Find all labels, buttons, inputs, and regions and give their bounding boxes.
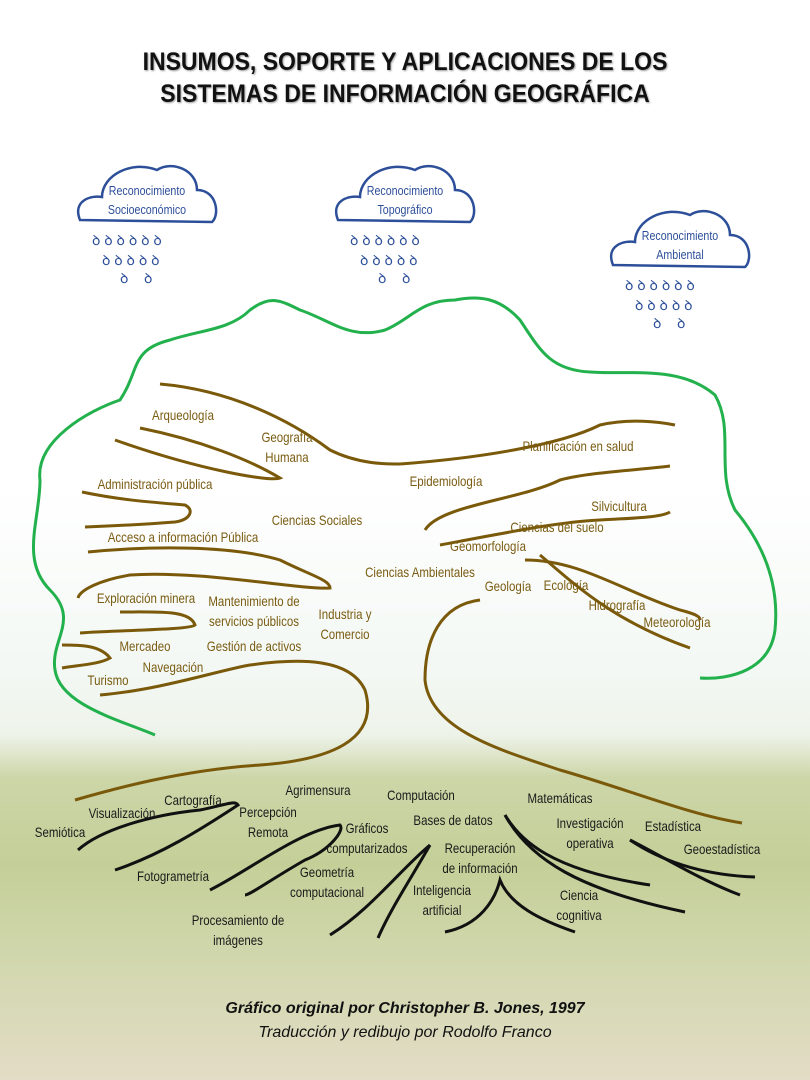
label-line: Humana	[265, 449, 309, 465]
cloud-label: Ambiental	[656, 247, 704, 262]
label-planificacion: Planificación en salud	[522, 438, 634, 454]
credit-translation: Traducción y redibujo por Rodolfo Franco	[258, 1024, 552, 1041]
label-cartografia: Cartografía	[164, 792, 222, 808]
label-line: operativa	[566, 835, 614, 851]
label-procesamiento: Procesamiento de imágenes	[192, 910, 285, 950]
label-ciencias-ambientales: Ciencias Ambientales	[365, 564, 475, 580]
label-ciencias-suelo: Ciencias del suelo	[510, 519, 604, 535]
label-line: Ciencia	[559, 887, 599, 903]
svg-text:ꝺ ꝺ ꝺ ꝺ ꝺ ꝺ: ꝺ ꝺ ꝺ ꝺ ꝺ ꝺ	[625, 277, 695, 293]
svg-text:ꝺ ꝺ: ꝺ ꝺ	[378, 270, 410, 285]
label-acceso: Acceso a información Pública	[107, 529, 259, 545]
cloud-label: Reconocimiento	[108, 183, 186, 198]
label-inteligencia: Inteligencia artificial	[413, 880, 471, 920]
label-hidrografia: Hidrografía	[588, 597, 646, 613]
label-line: artificial	[422, 902, 462, 918]
label-geoestadistica: Geoestadística	[683, 841, 761, 857]
label-navegacion: Navegación	[142, 659, 204, 675]
cloud-label: Reconocimiento	[641, 228, 719, 243]
cloud-label: Topográfico	[377, 202, 433, 217]
svg-text:ꝺ ꝺ ꝺ ꝺ ꝺ: ꝺ ꝺ ꝺ ꝺ ꝺ	[635, 297, 693, 313]
label-administracion: Administración pública	[97, 476, 213, 492]
label-line: Industria y	[318, 606, 372, 622]
label-line: Mantenimiento de	[208, 593, 300, 609]
cloud-label: Socioeconómico	[107, 202, 187, 217]
label-meteorologia: Meteorología	[643, 614, 711, 630]
label-exploracion: Exploración minera	[96, 590, 196, 606]
label-line: Gráficos	[345, 820, 389, 836]
credit-original: Gráfico original por Christopher B. Jone…	[225, 1000, 585, 1017]
branches	[61, 382, 743, 825]
svg-text:ꝺ ꝺ ꝺ ꝺ ꝺ ꝺ: ꝺ ꝺ ꝺ ꝺ ꝺ ꝺ	[350, 232, 420, 248]
label-mantenimiento: Mantenimiento de servicios públicos	[208, 591, 299, 631]
title-line-2: SISTEMAS DE INFORMACIÓN GEOGRÁFICA	[160, 80, 650, 108]
label-geologia: Geología	[484, 578, 532, 594]
roots	[76, 801, 756, 939]
label-recuperacion: Recuperación de información	[442, 838, 517, 878]
label-line: Investigación	[556, 815, 624, 831]
label-line: Inteligencia	[412, 882, 472, 898]
canopy-outline	[31, 296, 778, 737]
label-geomorfologia: Geomorfología	[450, 538, 526, 554]
label-line: imágenes	[213, 932, 263, 948]
label-epidemiologia: Epidemiología	[409, 473, 483, 489]
label-line: Comercio	[320, 626, 370, 642]
label-line: Percepción	[239, 804, 297, 820]
label-line: Geografía	[261, 429, 313, 445]
label-turismo: Turismo	[87, 672, 129, 688]
label-bases-datos: Bases de datos	[413, 812, 493, 828]
label-fotogrametria: Fotogrametría	[136, 868, 210, 884]
label-ciencias-sociales: Ciencias Sociales	[271, 512, 363, 528]
label-line: de información	[442, 860, 518, 876]
label-ecologia: Ecología	[543, 577, 589, 593]
label-silvicultura: Silvicultura	[591, 498, 647, 514]
svg-text:ꝺ ꝺ ꝺ ꝺ ꝺ: ꝺ ꝺ ꝺ ꝺ ꝺ	[360, 252, 418, 268]
label-agrimensura: Agrimensura	[285, 782, 351, 798]
label-matematicas: Matemáticas	[527, 790, 593, 806]
label-line: computarizados	[326, 840, 408, 856]
label-estadistica: Estadística	[644, 818, 702, 834]
label-computacion: Computación	[387, 787, 455, 803]
label-line: cognitiva	[556, 907, 602, 923]
label-investigacion: Investigación operativa	[556, 813, 623, 853]
label-line: computacional	[289, 884, 365, 900]
label-geometria: Geometría computacional	[290, 862, 364, 902]
label-ciencia-cognitiva: Ciencia cognitiva	[556, 885, 601, 925]
page-title: INSUMOS, SOPORTE Y APLICACIONES DE LOS S…	[32, 46, 777, 110]
label-line: Recuperación	[444, 840, 516, 856]
label-mercadeo: Mercadeo	[119, 638, 171, 654]
svg-text:ꝺ ꝺ ꝺ ꝺ ꝺ: ꝺ ꝺ ꝺ ꝺ ꝺ	[102, 252, 160, 268]
cloud-label: Reconocimiento	[366, 183, 444, 198]
label-gestion: Gestión de activos	[206, 638, 302, 654]
label-line: Procesamiento de	[191, 912, 285, 928]
svg-text:ꝺ ꝺ: ꝺ ꝺ	[120, 270, 152, 285]
label-line: Remota	[247, 824, 289, 840]
label-line: servicios públicos	[209, 613, 299, 629]
label-line: Geometría	[299, 864, 355, 880]
label-semiotica: Semiótica	[34, 824, 86, 840]
title-line-1: INSUMOS, SOPORTE Y APLICACIONES DE LOS	[142, 48, 668, 76]
label-graficos: Gráficos computarizados	[326, 818, 407, 858]
label-industria: Industria y Comercio	[319, 604, 372, 644]
label-arqueologia: Arqueología	[152, 407, 214, 423]
svg-text:ꝺ ꝺ ꝺ ꝺ ꝺ ꝺ: ꝺ ꝺ ꝺ ꝺ ꝺ ꝺ	[92, 232, 162, 248]
label-visualizacion: Visualización	[88, 805, 156, 821]
svg-text:ꝺ ꝺ: ꝺ ꝺ	[653, 315, 685, 330]
